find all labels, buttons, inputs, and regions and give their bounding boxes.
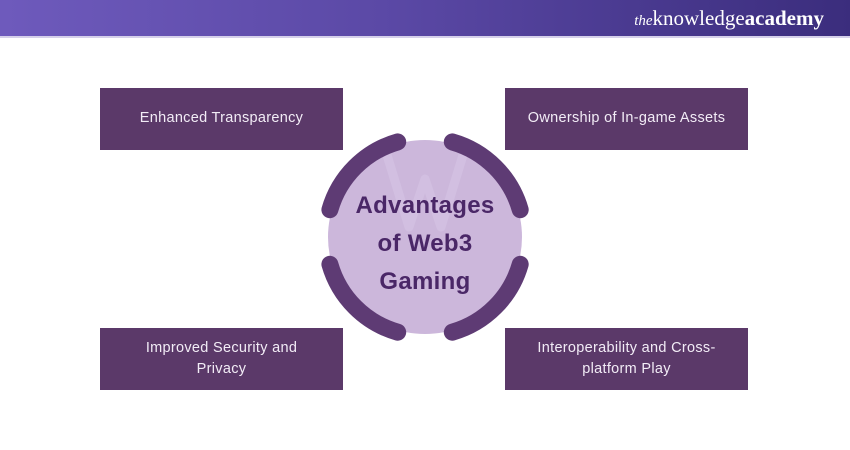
center-title: Advantages of Web3 Gaming [315, 127, 535, 347]
center-circle-fill [328, 140, 522, 334]
center-title-line: Advantages [355, 192, 495, 219]
knowledge-academy-logo: theknowledgeacademy [634, 5, 824, 30]
advantage-box-enhanced-transparency: Enhanced Transparency [100, 88, 343, 150]
center-circle-graphic [321, 133, 529, 341]
logo-academy: academy [744, 5, 824, 30]
logo-the: the [634, 12, 653, 29]
advantage-box-ownership-in-game-assets: Ownership of In-game Assets [505, 88, 748, 150]
advantage-box-interoperability-cross-platform: Interoperability and Cross- platform Pla… [505, 328, 748, 390]
ring-arc-sw [321, 255, 407, 341]
center-emblem: Advantages of Web3 Gaming [315, 127, 535, 347]
advantage-label: Interoperability and Cross- platform Pla… [537, 339, 716, 377]
logo-knowledge: knowledge [652, 5, 745, 30]
ring-arc-se [443, 255, 529, 341]
advantage-label: Enhanced Transparency [139, 110, 304, 127]
header-bar: theknowledgeacademy [0, 0, 850, 38]
ring-arc-ne [443, 133, 529, 219]
ring-arc-nw [321, 133, 407, 219]
ring-arcs [321, 133, 529, 341]
advantage-label: Improved Security and Privacy [145, 339, 298, 377]
center-title-line: of Web3 [377, 230, 473, 257]
center-title-line: Gaming [379, 268, 471, 295]
advantage-box-improved-security-privacy: Improved Security and Privacy [100, 328, 343, 390]
watermark-w-icon [382, 153, 468, 232]
advantage-label: Ownership of In-game Assets [527, 110, 726, 127]
